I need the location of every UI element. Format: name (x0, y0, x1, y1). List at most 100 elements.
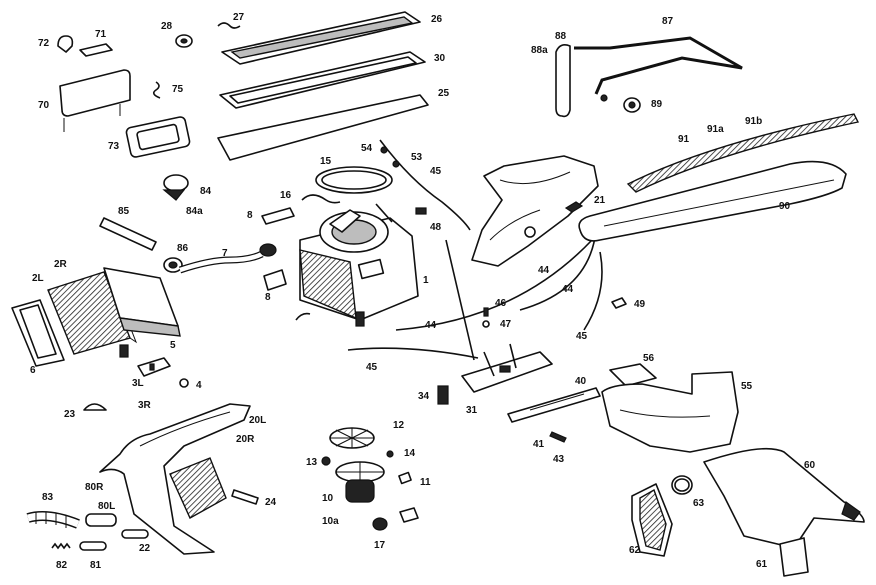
label-3L: 3L (132, 378, 144, 389)
label-72: 72 (38, 38, 50, 49)
label-6: 6 (30, 365, 36, 376)
label-85: 85 (118, 206, 130, 217)
label-11: 11 (420, 477, 431, 488)
label-53: 53 (411, 152, 423, 163)
label-20L: 20L (249, 415, 266, 426)
part-48-clip (415, 207, 427, 215)
label-44-b: 44 (562, 284, 574, 295)
label-24: 24 (265, 497, 277, 508)
label-43: 43 (553, 454, 565, 465)
part-41-clip (549, 431, 567, 443)
label-28: 28 (161, 21, 173, 32)
label-88a: 88a (531, 45, 548, 56)
label-44-a: 44 (538, 265, 550, 276)
label-1: 1 (423, 275, 429, 286)
label-4: 4 (196, 380, 202, 391)
part-71-bracket (79, 43, 113, 57)
label-63: 63 (693, 498, 705, 509)
label-44-c: 44 (425, 320, 437, 331)
part-89-grommet (623, 97, 641, 113)
part-2-heater-core (47, 271, 138, 358)
part-11-connector (398, 471, 412, 485)
label-27: 27 (233, 12, 245, 23)
label-17: 17 (374, 540, 386, 551)
part-61-cap (779, 537, 809, 577)
part-82-spring (51, 542, 71, 550)
label-26: 26 (431, 14, 443, 25)
label-21: 21 (594, 195, 606, 206)
part-30-seal (219, 51, 426, 109)
part-45-cable (347, 251, 603, 359)
label-22: 22 (139, 543, 151, 554)
part-16-clip (301, 194, 341, 204)
part-73-bezel (125, 116, 191, 158)
label-23: 23 (64, 409, 76, 420)
label-71: 71 (95, 29, 107, 40)
label-14: 14 (404, 448, 416, 459)
part-21-distributor (471, 155, 599, 267)
part-14-nut (386, 450, 394, 458)
label-45-c: 45 (366, 362, 378, 373)
label-49: 49 (634, 299, 646, 310)
label-8-lower: 8 (265, 292, 271, 303)
label-75: 75 (172, 84, 184, 95)
label-5: 5 (170, 340, 176, 351)
label-47: 47 (500, 319, 512, 330)
part-46-screw (483, 307, 489, 317)
part-31-control-lever (461, 343, 553, 393)
label-34: 34 (418, 391, 430, 402)
part-22-pin (121, 529, 149, 539)
label-84a: 84a (186, 206, 203, 217)
label-91a: 91a (707, 124, 724, 135)
part-56-shim (609, 363, 657, 387)
label-45-a: 45 (430, 166, 442, 177)
part-15-ring (315, 166, 393, 194)
label-25: 25 (438, 88, 450, 99)
label-83: 83 (42, 492, 54, 503)
label-16: 16 (280, 190, 292, 201)
part-85-tube (99, 217, 157, 251)
part-84-knob (162, 174, 189, 201)
label-56: 56 (643, 353, 655, 364)
part-54-53-cable (379, 139, 471, 231)
label-91: 91 (678, 134, 690, 145)
label-70: 70 (38, 100, 50, 111)
label-62: 62 (629, 545, 641, 556)
label-84: 84 (200, 186, 212, 197)
part-25-plate (217, 94, 429, 161)
label-20R: 20R (236, 434, 255, 445)
label-91b: 91b (745, 116, 762, 127)
part-60-duct (703, 447, 865, 549)
label-86: 86 (177, 243, 189, 254)
part-8-hose-upper (261, 207, 295, 225)
part-20-duct (99, 403, 251, 555)
part-70-panel (59, 69, 131, 132)
label-3R: 3R (138, 400, 152, 411)
part-91-strip (626, 113, 860, 193)
part-72-knob (57, 35, 74, 53)
label-90: 90 (779, 201, 791, 212)
part-40-slider (507, 387, 601, 423)
part-90-vent (578, 160, 847, 242)
label-87: 87 (662, 16, 674, 27)
label-30: 30 (434, 53, 446, 64)
label-55: 55 (741, 381, 753, 392)
part-3-flap (137, 357, 171, 377)
label-54: 54 (361, 143, 373, 154)
label-45-b: 45 (576, 331, 588, 342)
label-31: 31 (466, 405, 478, 416)
part-81-cap (79, 541, 107, 551)
part-44-cable (395, 229, 597, 361)
part-5-duct (103, 267, 181, 337)
part-1-blower-housing (295, 203, 419, 327)
part-28-grommet (175, 34, 193, 48)
label-46: 46 (495, 298, 507, 309)
part-47-nut (482, 320, 490, 328)
part-86-grommet (163, 257, 183, 273)
label-12: 12 (393, 420, 405, 431)
label-15: 15 (320, 156, 332, 167)
part-8-hose-lower (263, 269, 287, 291)
part-83-hose (26, 511, 80, 529)
part-26-frame (221, 11, 421, 65)
